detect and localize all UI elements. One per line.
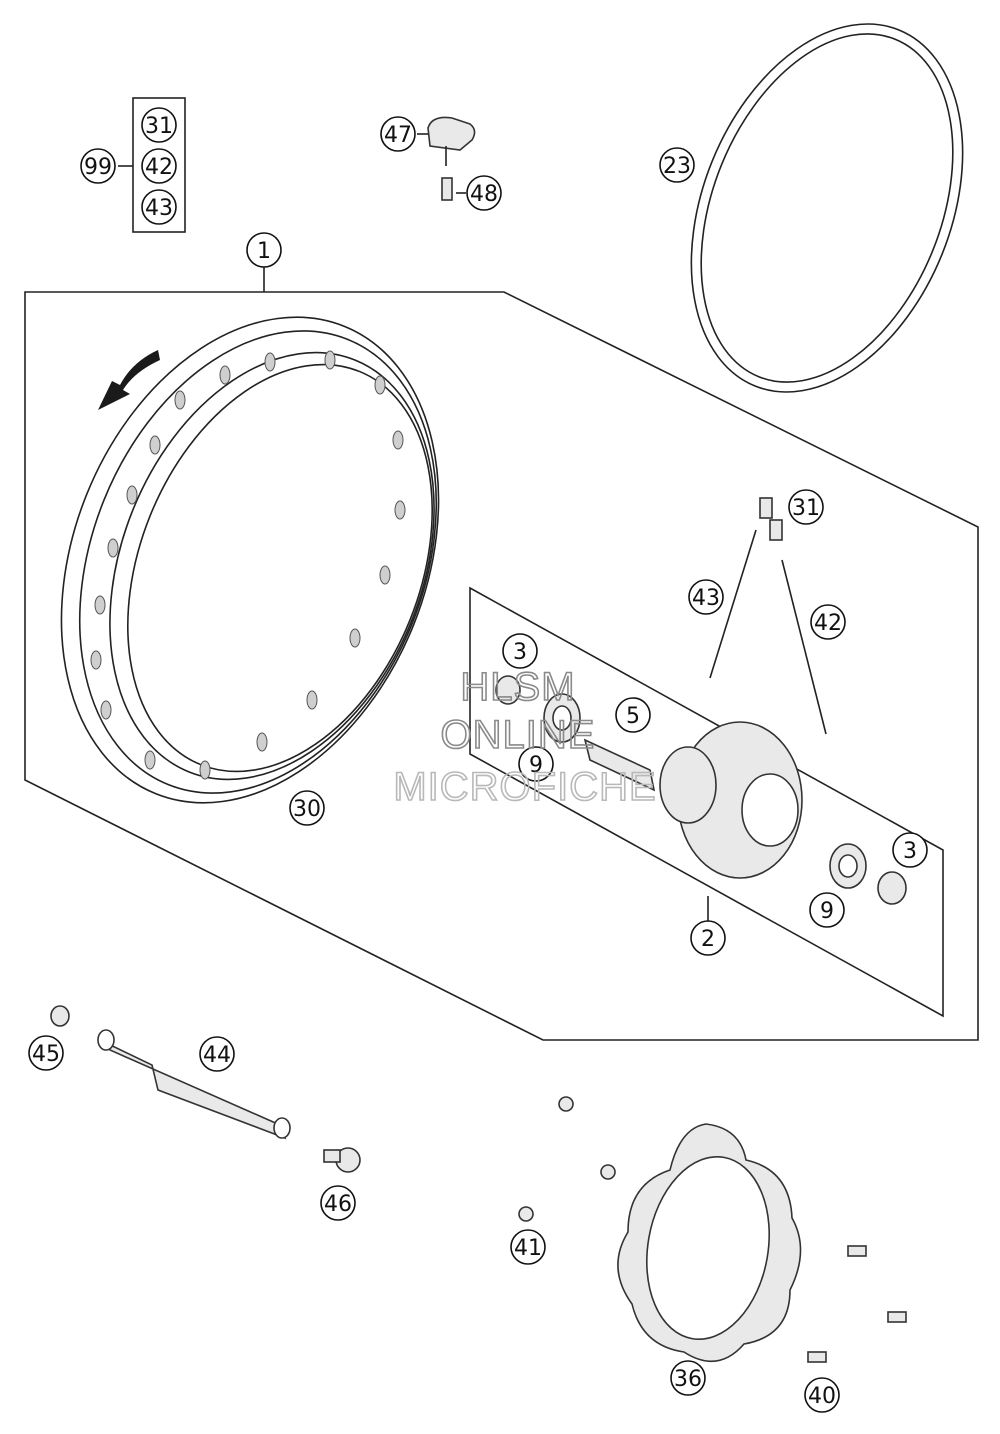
callout-30: 30	[289, 790, 325, 826]
svg-text:31: 31	[145, 114, 173, 139]
rim	[60, 316, 440, 804]
svg-text:31: 31	[792, 496, 820, 521]
callout-31-kit: 31	[141, 107, 177, 143]
svg-text:46: 46	[324, 1192, 352, 1217]
hub-parts	[495, 675, 907, 905]
callout-1: 1	[246, 232, 282, 268]
callout-42-kit: 42	[141, 148, 177, 184]
svg-text:3: 3	[903, 839, 917, 864]
svg-text:42: 42	[145, 155, 173, 180]
spokes	[709, 497, 827, 735]
callout-9-right: 9	[809, 892, 845, 928]
svg-text:42: 42	[814, 611, 842, 636]
svg-text:47: 47	[384, 123, 412, 148]
svg-text:30: 30	[293, 797, 321, 822]
kit-bracket	[118, 97, 186, 233]
tire-band	[690, 23, 964, 393]
callout-48: 48	[466, 175, 502, 211]
callout-23: 23	[659, 147, 695, 183]
svg-text:44: 44	[203, 1043, 231, 1068]
rim-spoke-holes	[90, 350, 406, 780]
watermark: HLSM ONLINE MICROFICHE	[393, 664, 657, 810]
svg-text:9: 9	[820, 899, 834, 924]
callout-31-spoke: 31	[788, 489, 824, 525]
callout-42-spoke: 42	[810, 604, 846, 640]
callout-47: 47	[380, 116, 416, 152]
svg-text:2: 2	[701, 927, 715, 952]
callout-41: 41	[510, 1229, 546, 1265]
callout-36: 36	[670, 1360, 706, 1396]
callout-40: 40	[804, 1377, 840, 1413]
brake-disc	[518, 1096, 907, 1363]
axle	[50, 1005, 361, 1173]
callout-9-left: 9	[518, 746, 554, 782]
callout-45: 45	[28, 1035, 64, 1071]
svg-text:40: 40	[808, 1384, 836, 1409]
svg-text:5: 5	[626, 704, 640, 729]
leader-lines	[417, 133, 466, 194]
callout-3-right: 3	[892, 832, 928, 868]
callout-46: 46	[320, 1185, 356, 1221]
watermark-line-2: ONLINE	[441, 713, 596, 757]
wheel-assembly-outline	[24, 266, 979, 1041]
svg-text:1: 1	[257, 239, 271, 264]
svg-text:9: 9	[529, 753, 543, 778]
watermark-line-1: HLSM	[460, 665, 575, 709]
callout-43-spoke: 43	[688, 579, 724, 615]
svg-text:41: 41	[514, 1236, 542, 1261]
rotation-arrow-icon	[98, 350, 160, 410]
svg-text:36: 36	[674, 1367, 702, 1392]
callout-5: 5	[615, 697, 651, 733]
svg-text:99: 99	[84, 155, 112, 180]
callout-43-kit: 43	[141, 189, 177, 225]
svg-text:48: 48	[470, 182, 498, 207]
svg-text:45: 45	[32, 1042, 60, 1067]
watermark-line-3: MICROFICHE	[393, 765, 656, 809]
svg-text:43: 43	[145, 196, 173, 221]
rim-lock	[427, 116, 476, 201]
svg-text:43: 43	[692, 586, 720, 611]
callout-3-left: 3	[502, 633, 538, 669]
callout-2: 2	[690, 920, 726, 956]
svg-text:3: 3	[513, 640, 527, 665]
callout-44: 44	[199, 1036, 235, 1072]
svg-text:23: 23	[663, 154, 691, 179]
callout-99: 99	[80, 148, 116, 184]
